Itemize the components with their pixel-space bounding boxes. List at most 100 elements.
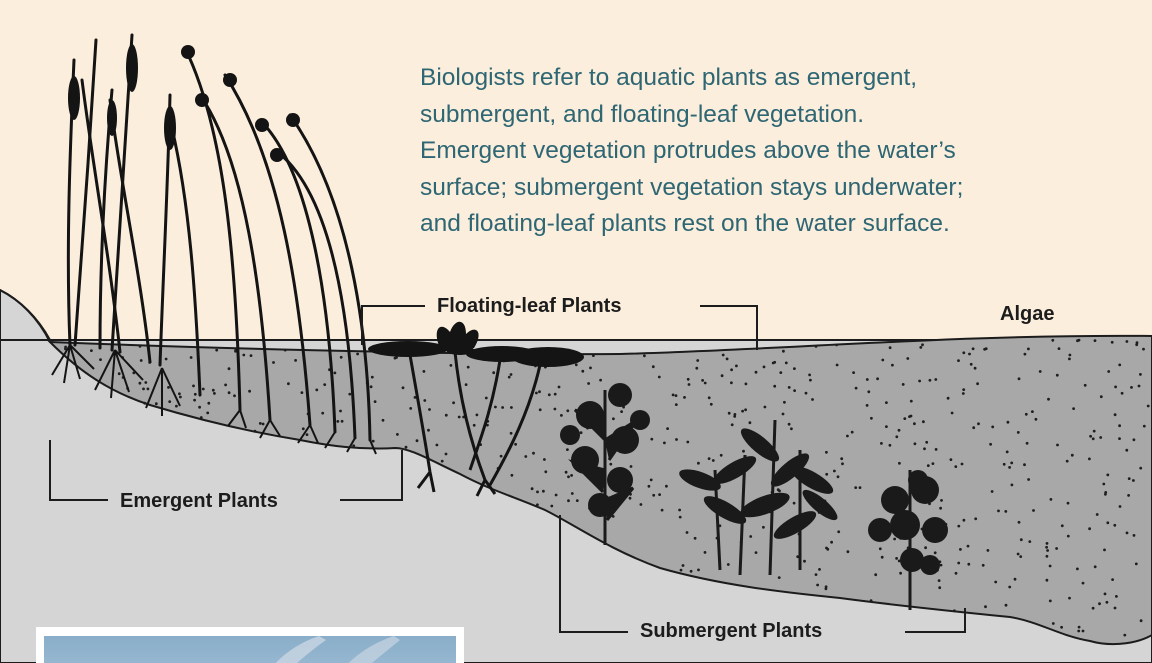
stipple-dot [835,344,838,347]
stipple-dot [726,358,729,361]
stipple-dot [543,458,546,461]
stipple-dot [694,537,697,540]
stipple-dot [889,346,892,349]
stipple-dot [735,365,738,368]
stipple-dot [1119,505,1122,508]
stipple-dot [1078,339,1081,342]
stipple-dot [1045,546,1048,549]
stipple-dot [881,556,884,559]
stipple-dot [1106,521,1109,524]
stipple-dot [1098,602,1101,605]
stipple-dot [178,392,181,395]
stipple-dot [927,464,930,467]
stipple-dot [675,438,678,441]
stipple-dot [294,359,297,362]
stipple-dot [544,470,547,473]
stipple-dot [974,367,977,370]
stipple-dot [730,381,733,384]
stipple-dot [90,349,93,352]
stipple-dot [962,388,965,391]
stipple-dot [228,367,231,370]
stipple-dot [566,409,569,412]
stipple-dot [695,367,698,370]
stipple-dot [1058,347,1061,350]
stipple-dot [501,406,504,409]
stipple-dot [215,349,218,352]
stipple-dot [630,465,633,468]
stipple-dot [1049,600,1052,603]
stipple-dot [680,569,683,572]
stipple-dot [793,367,796,370]
stipple-dot [1130,386,1133,389]
stipple-dot [200,416,203,419]
stipple-dot [749,421,752,424]
stipple-dot [708,396,711,399]
stipple-dot [1128,477,1131,480]
submergent-label: Submergent Plants [640,620,822,643]
stipple-dot [880,442,883,445]
stipple-dot [1118,424,1121,427]
stipple-dot [675,394,678,397]
stipple-dot [921,343,924,346]
stipple-dot [682,564,685,567]
stipple-dot [284,349,287,352]
stipple-dot [913,422,916,425]
stipple-dot [193,399,196,402]
stipple-dot [492,371,495,374]
stipple-dot [575,363,578,366]
stipple-dot [867,390,870,393]
stipple-dot [202,388,205,391]
stipple-dot [1088,527,1091,530]
stipple-dot [532,452,535,455]
stipple-dot [665,485,668,488]
stipple-dot [733,415,736,418]
stipple-dot [445,414,448,417]
stipple-dot [1026,442,1029,445]
stipple-dot [1017,553,1020,556]
stipple-dot [476,414,479,417]
stipple-dot [1104,593,1107,596]
stipple-dot [99,358,102,361]
stipple-dot [233,394,236,397]
stipple-dot [782,413,785,416]
stipple-dot [560,414,563,417]
stipple-dot [538,390,541,393]
stipple-dot [336,420,339,423]
stipple-dot [825,585,828,588]
stipple-dot [1103,549,1106,552]
stipple-dot [1031,410,1034,413]
stipple-dot [142,388,145,391]
stipple-dot [788,423,791,426]
stipple-dot [558,386,561,389]
stipple-dot [272,361,275,364]
stipple-dot [809,379,812,382]
stipple-dot [1078,626,1081,629]
stipple-dot [301,391,304,394]
stipple-dot [1032,509,1035,512]
stipple-dot [1069,354,1072,357]
stipple-dot [1113,524,1116,527]
stipple-dot [918,380,921,383]
stipple-dot [1068,597,1071,600]
stipple-dot [962,351,965,354]
stipple-dot [675,403,678,406]
stipple-dot [938,579,941,582]
stipple-dot [1018,377,1021,380]
stipple-dot [785,362,788,365]
stipple-dot [1004,510,1007,513]
stipple-dot [938,586,941,589]
stipple-dot [1051,339,1054,342]
stipple-dot [589,367,592,370]
stipple-dot [963,519,966,522]
stipple-dot [742,450,745,453]
stipple-dot [762,526,765,529]
stipple-dot [510,432,513,435]
cattail-heads [68,44,300,162]
stipple-dot [550,505,553,508]
stipple-dot [254,430,257,433]
stipple-dot [881,359,884,362]
stipple-dot [224,384,227,387]
stipple-dot [587,382,590,385]
stipple-dot [580,431,583,434]
stipple-dot [356,353,359,356]
